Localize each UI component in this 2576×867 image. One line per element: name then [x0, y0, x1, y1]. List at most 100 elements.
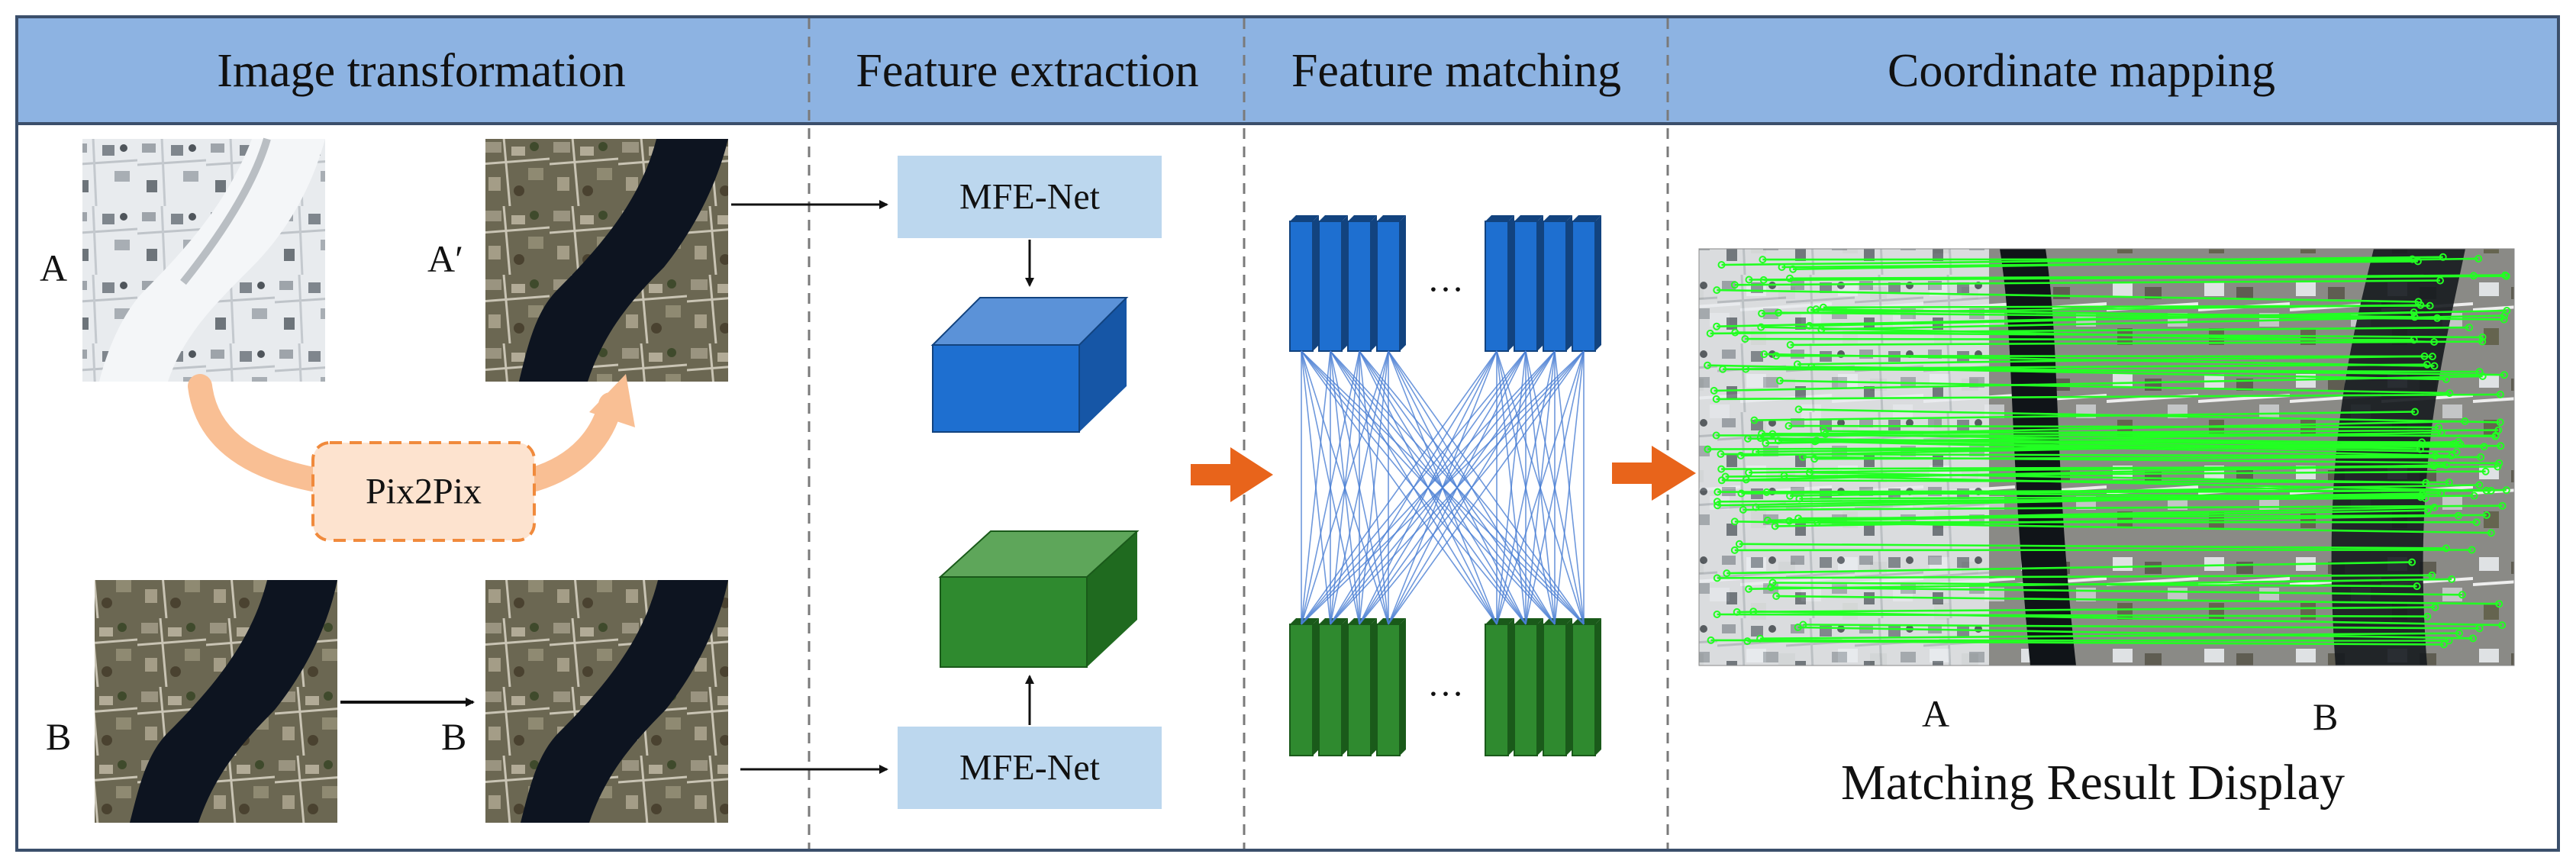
result-caption: Matching Result Display [1841, 755, 2345, 811]
match-keypoint [2430, 462, 2438, 470]
green-feature-slab [1514, 618, 1543, 756]
match-keypoint [1759, 256, 1767, 264]
match-keypoint [2426, 301, 2434, 310]
connection-line [1496, 350, 1585, 625]
pix2pix-label: Pix2Pix [365, 471, 482, 512]
match-line [1803, 624, 2480, 630]
match-keypoint [1730, 281, 1739, 289]
match-keypoint [2445, 637, 2453, 645]
match-keypoint [2469, 634, 2477, 643]
match-keypoint [1813, 437, 1820, 445]
header-feature-extraction: Feature extraction [856, 45, 1199, 97]
blue-feature-slab [1514, 215, 1543, 352]
match-keypoint [1758, 430, 1766, 438]
match-line [1814, 456, 2481, 460]
match-keypoint [1717, 261, 1726, 269]
match-keypoint [2481, 467, 2490, 475]
matching-network [1289, 215, 1601, 756]
match-keypoint [2458, 591, 2466, 599]
match-keypoint [1714, 501, 1722, 510]
match-keypoint [1741, 335, 1749, 343]
match-keypoint [1730, 517, 1739, 526]
header-feature-matching: Feature matching [1291, 45, 1622, 97]
match-keypoint [1743, 637, 1752, 646]
match-line [1717, 574, 2433, 579]
match-line [1723, 368, 2480, 373]
match-line [1716, 393, 2500, 401]
match-keypoint [1775, 308, 1783, 317]
match-keypoint [2448, 575, 2456, 583]
mfe-net-top-box [898, 156, 1162, 238]
match-keypoint [2448, 452, 2455, 460]
match-keypoint [1735, 540, 1743, 548]
connection-line [1330, 350, 1585, 625]
match-keypoint [1745, 276, 1753, 284]
match-keypoint [1757, 323, 1765, 331]
match-keypoint [1745, 469, 1753, 477]
match-keypoint [1763, 516, 1772, 524]
match-line [1754, 411, 2416, 421]
match-keypoint [2424, 506, 2433, 514]
match-keypoint [1710, 386, 1718, 395]
match-keypoint [2495, 600, 2503, 608]
match-keypoint [2442, 544, 2450, 553]
match-line [1790, 484, 2480, 497]
match-keypoint [1723, 569, 1731, 578]
header-image-transformation: Image transformation [217, 45, 626, 97]
match-line [1743, 504, 2503, 511]
orange-arrow-1 [1191, 447, 1273, 502]
match-keypoint [1805, 321, 1814, 330]
match-line [1823, 430, 2496, 437]
match-line [1779, 379, 2450, 395]
connection-line [1525, 350, 1585, 625]
connection-line [1554, 350, 1585, 625]
match-keypoint [2470, 492, 2478, 500]
match-keypoint [2428, 571, 2436, 579]
mfe-net-bottom-box [898, 727, 1162, 809]
green-feature-slab [1543, 618, 1572, 756]
blue-feature-slab [1318, 215, 1348, 352]
match-keypoint [2439, 253, 2447, 261]
blue-feature-slab [1572, 215, 1601, 352]
match-keypoint [2502, 486, 2510, 495]
match-keypoint [1706, 329, 1714, 337]
curve-arrow-in [188, 374, 325, 492]
connection-line [1388, 350, 1585, 625]
match-keypoint [1713, 322, 1721, 330]
match-keypoint [2487, 529, 2495, 537]
match-line [1798, 408, 2500, 424]
match-line [1784, 475, 2491, 492]
match-keypoint [1786, 274, 1794, 282]
green-feature-slab [1289, 618, 1319, 756]
image-b-right-thumbnail [485, 580, 728, 823]
match-keypoint [2475, 624, 2484, 633]
match-keypoint [2475, 368, 2484, 376]
match-keypoint [2474, 254, 2483, 263]
match-keypoint [2418, 438, 2426, 446]
match-keypoint [1712, 395, 1720, 403]
match-line [1776, 595, 2500, 605]
match-keypoint [1820, 427, 1828, 435]
label-b-right: B [441, 715, 467, 758]
match-keypoint [1799, 620, 1807, 629]
match-keypoint [2452, 448, 2461, 456]
match-keypoint [1712, 431, 1720, 440]
match-keypoint [1786, 492, 1794, 500]
match-keypoint [2487, 487, 2495, 495]
header-coordinate-mapping: Coordinate mapping [1888, 45, 2275, 97]
match-keypoint [2468, 546, 2476, 554]
match-keypoint [2498, 621, 2507, 630]
green-feature-slab [1318, 618, 1348, 756]
match-line [1790, 340, 2483, 346]
match-keypoint [2423, 612, 2432, 620]
match-keypoint [2475, 481, 2484, 489]
match-line [1762, 304, 2421, 314]
match-keypoint [1744, 434, 1752, 443]
match-keypoint [2410, 313, 2419, 321]
match-keypoint [2498, 501, 2507, 510]
blue-feature-slab [1376, 215, 1406, 352]
connection-line [1359, 350, 1389, 625]
mfe-net-top-label: MFE-Net [959, 176, 1100, 218]
match-keypoint [1737, 489, 1746, 498]
